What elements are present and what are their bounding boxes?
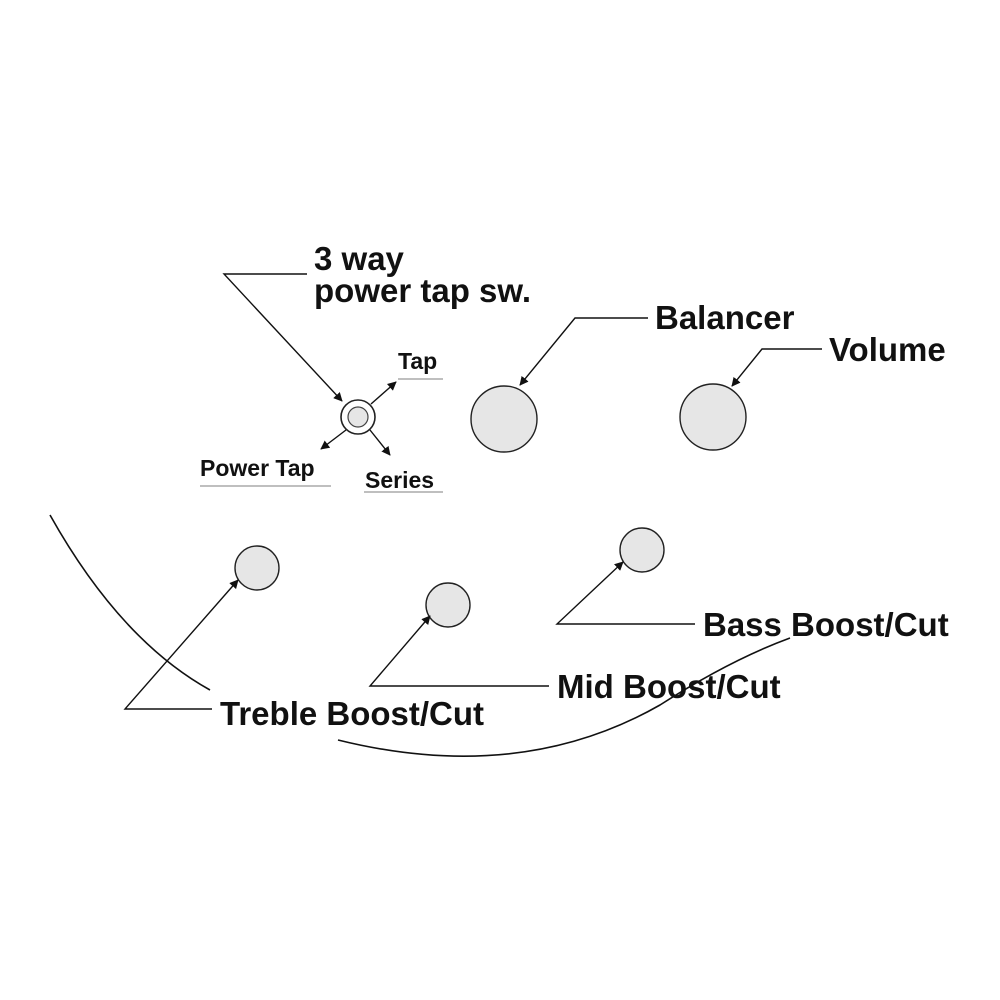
bass-knob[interactable]	[619, 527, 665, 573]
tap-label: Tap	[398, 348, 437, 374]
bass-leader	[555, 561, 695, 625]
switch-title-leader	[222, 273, 343, 402]
treble-label: Treble Boost/Cut	[220, 695, 484, 732]
volume-knob[interactable]	[679, 383, 747, 451]
balancer-label: Balancer	[655, 299, 795, 336]
body-outline-bottom	[337, 637, 791, 757]
tap-arrow	[370, 381, 397, 405]
power-tap-label: Power Tap	[200, 455, 315, 481]
treble-leader	[123, 579, 239, 710]
series-arrow	[369, 429, 391, 456]
three-way-switch[interactable]	[340, 399, 376, 435]
mid-leader	[368, 615, 549, 687]
bass-label: Bass Boost/Cut	[703, 606, 949, 643]
balancer-knob[interactable]	[470, 385, 538, 453]
volume-leader	[731, 348, 822, 387]
balancer-leader	[519, 317, 648, 386]
mid-label: Mid Boost/Cut	[557, 668, 781, 705]
mid-knob[interactable]	[425, 582, 471, 628]
volume-label: Volume	[829, 331, 946, 368]
treble-knob[interactable]	[234, 545, 280, 591]
series-label: Series	[365, 467, 434, 493]
switch-inner-cap	[347, 406, 369, 428]
switch-title-line2: power tap sw.	[314, 272, 531, 309]
switch-title-line1: 3 way	[314, 240, 405, 277]
power-tap-arrow	[320, 429, 347, 450]
body-outline-left	[49, 514, 211, 691]
